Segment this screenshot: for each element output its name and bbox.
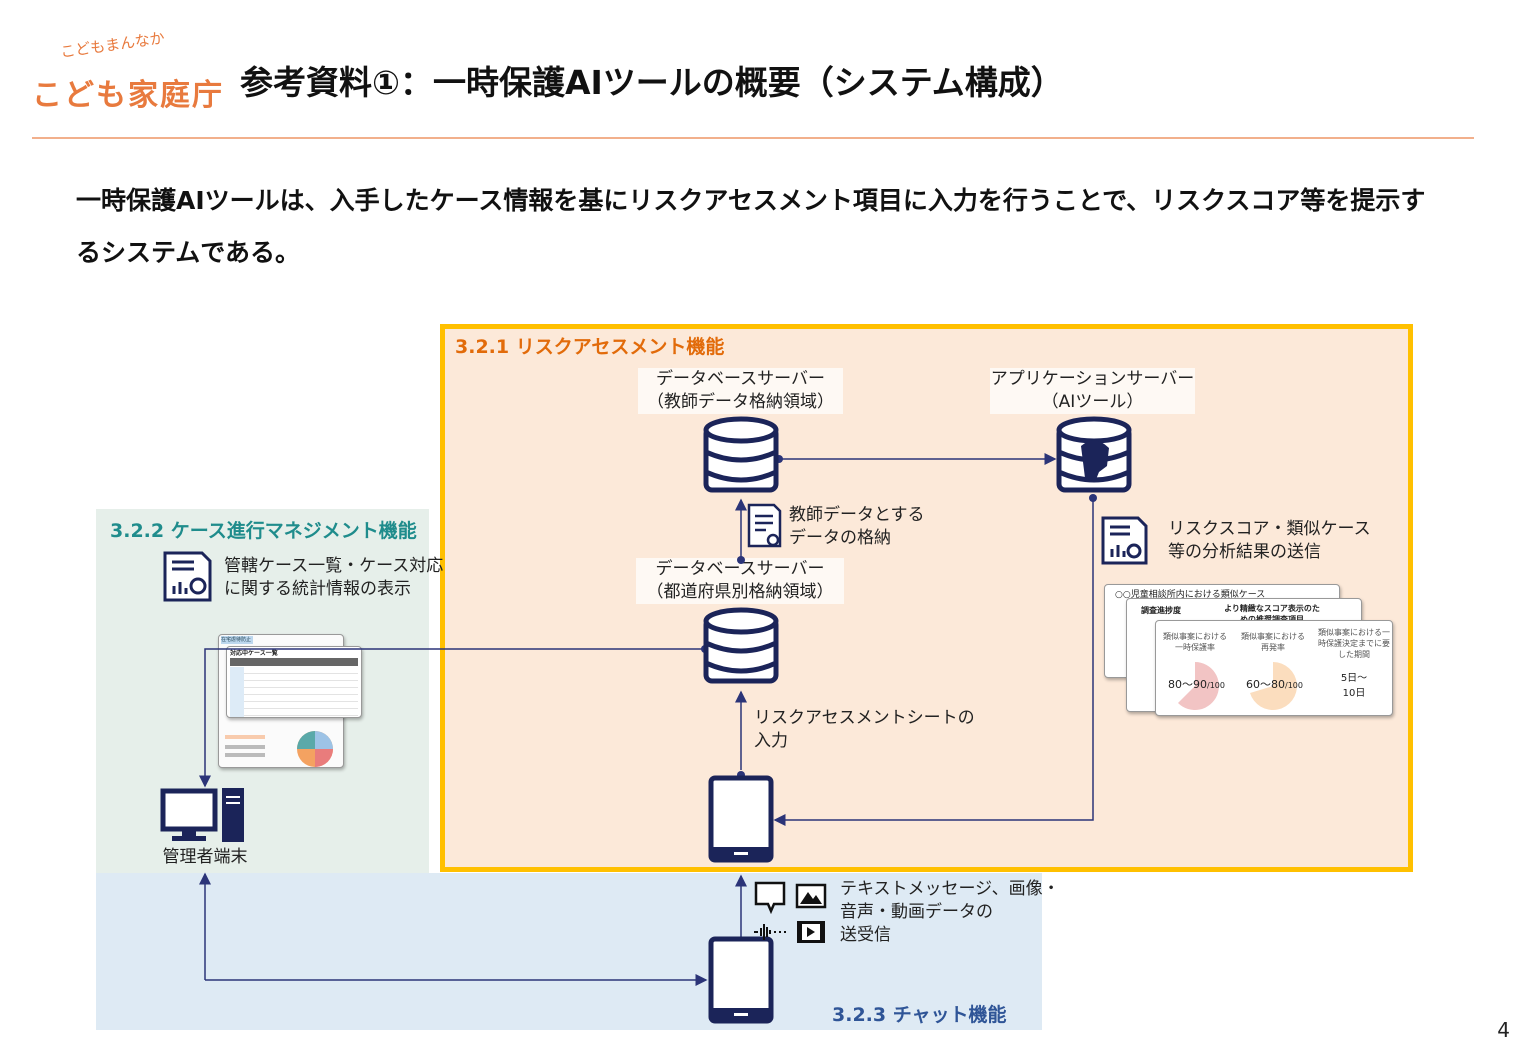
card1-title: ○○児童相談所内における類似ケース (1115, 590, 1266, 600)
report-document-icon (1101, 516, 1148, 565)
database-teacher-icon (703, 416, 779, 493)
page-number: 4 (1497, 1018, 1510, 1042)
card2-col1: 調査進捗度 (1141, 606, 1181, 615)
dashboard-pie-chart (297, 731, 333, 767)
chat-panel (96, 873, 1042, 1030)
case-list-title: 対応中ケース一覧 (230, 650, 278, 657)
dashboard-tab[interactable]: 在宅虐待防止 (221, 636, 253, 644)
database-prefecture-icon (703, 607, 779, 684)
logo: こども家庭庁 (32, 78, 224, 113)
db-pref-label: データベースサーバー （都道府県別格納領域） (636, 558, 844, 604)
metric-pie-2 (1250, 662, 1297, 710)
metric-label: 類似事案における一時保護率 (1163, 632, 1227, 652)
audio-waveform-icon (754, 924, 786, 940)
result-card-metrics: 類似事案における一時保護率 類似事案における再発率 類似事案における一時保護決定… (1155, 620, 1393, 716)
ai-server-icon (1056, 416, 1132, 493)
speech-bubble-icon (754, 881, 786, 914)
page-title: 参考資料①：一時保護AIツールの概要（システム構成） (240, 63, 1064, 102)
video-icon (797, 921, 825, 943)
stats-label: 管轄ケース一覧・ケース対応 に関する統計情報の表示 (224, 556, 444, 599)
chat-media-label: テキストメッセージ、画像・ 音声・動画データの 送受信 (840, 879, 1060, 945)
section-title-chat: 3.2.3 チャット機能 (832, 1004, 1007, 1026)
chat-tablet-icon (708, 936, 774, 1024)
section-title-risk: 3.2.1 リスクアセスメント機能 (455, 336, 725, 358)
store-teacher-label: 教師データとする データの格納 (789, 505, 925, 548)
certificate-document-icon (747, 503, 782, 548)
card2-col2: より精緻なスコア表示のための推奨調査項目 (1224, 604, 1320, 624)
stats-document-icon (163, 551, 212, 602)
admin-terminal-label: 管理者端末 (162, 847, 248, 867)
lead-text: 一時保護AIツールは、入手したケース情報を基にリスクアセスメント項目に入力を行う… (76, 186, 1426, 267)
metric-value-2: 60〜80/100 (1246, 678, 1303, 691)
case-list-thumbnail: 対応中ケース一覧 (226, 646, 362, 718)
db-teacher-label: データベースサーバー （教師データ格納領域） (638, 368, 843, 414)
admin-pc-icon (160, 788, 244, 842)
metric-value-3: 5日〜 10日 (1340, 673, 1368, 699)
metric-value-1: 80〜90/100 (1168, 678, 1225, 691)
metric-label: 類似事案における一時保護決定までに要した期間 (1318, 628, 1390, 659)
send-results-label: リスクスコア・類似ケース 等の分析結果の送信 (1168, 519, 1371, 562)
input-sheet-label: リスクアセスメントシートの 入力 (754, 708, 975, 751)
metric-pie-1 (1178, 662, 1219, 710)
metric-label: 類似事案における再発率 (1241, 632, 1305, 652)
tablet-icon (708, 775, 774, 863)
image-icon (795, 883, 827, 909)
app-server-label: アプリケーションサーバー （AIツール） (990, 368, 1195, 414)
divider (32, 137, 1474, 139)
section-title-case: 3.2.2 ケース進行マネジメント機能 (110, 520, 417, 542)
